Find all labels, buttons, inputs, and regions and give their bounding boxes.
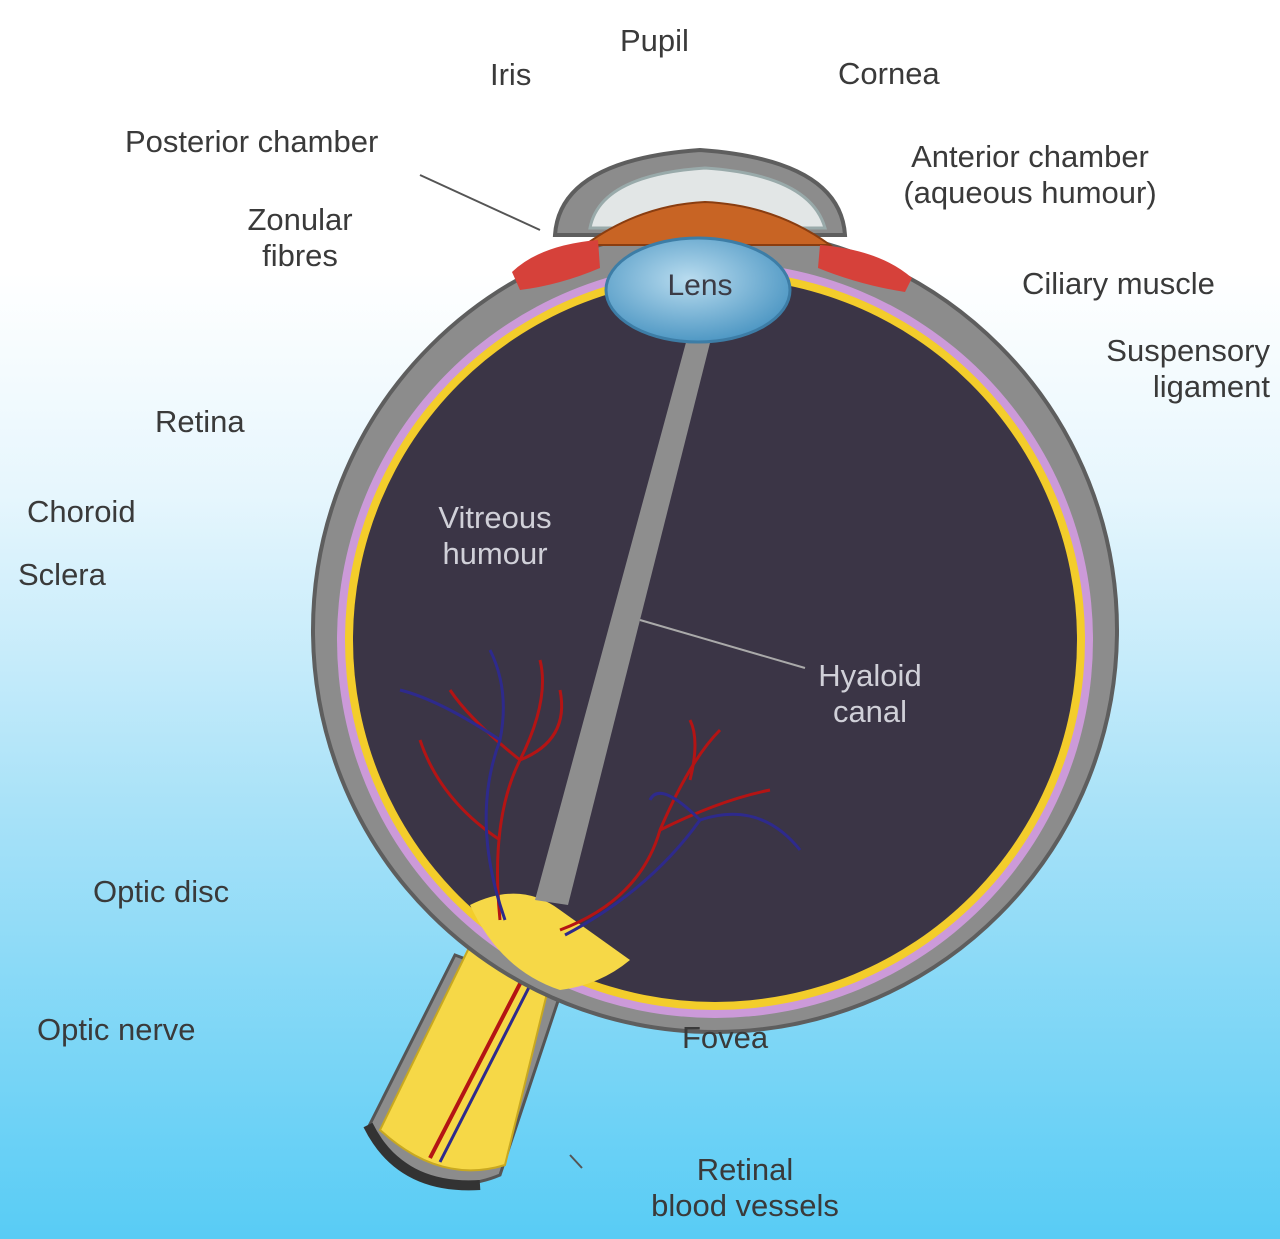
label-retinal-blood-vessels: Retinal blood vessels (620, 1152, 870, 1224)
label-choroid: Choroid (27, 494, 136, 530)
label-cornea: Cornea (838, 56, 940, 92)
label-suspensory-ligament: Suspensory ligament (1050, 333, 1270, 405)
label-zonular-fibres: Zonular fibres (220, 202, 380, 274)
label-sclera: Sclera (18, 557, 106, 593)
label-hyaloid-canal: Hyaloid canal (790, 658, 950, 730)
label-anterior-chamber-line1: Anterior chamber (870, 139, 1190, 175)
label-zonular-fibres-line1: Zonular (220, 202, 380, 238)
label-ciliary-muscle: Ciliary muscle (1022, 266, 1215, 302)
label-anterior-chamber: Anterior chamber (aqueous humour) (870, 139, 1190, 211)
label-optic-nerve: Optic nerve (37, 1012, 196, 1048)
label-anterior-chamber-line2: (aqueous humour) (870, 175, 1190, 211)
label-retina: Retina (155, 404, 245, 440)
label-zonular-fibres-line2: fibres (220, 238, 380, 274)
label-iris: Iris (490, 57, 531, 93)
label-pupil: Pupil (620, 23, 689, 59)
label-retinal-vessels-line1: Retinal (620, 1152, 870, 1188)
label-suspensory-ligament-line2: ligament (1050, 369, 1270, 405)
label-suspensory-ligament-line1: Suspensory (1050, 333, 1270, 369)
label-posterior-chamber: Posterior chamber (125, 124, 378, 160)
label-optic-disc: Optic disc (93, 874, 229, 910)
label-hyaloid-line2: canal (790, 694, 950, 730)
label-hyaloid-line1: Hyaloid (790, 658, 950, 694)
label-lens: Lens (640, 268, 760, 304)
label-vitreous-humour: Vitreous humour (400, 500, 590, 572)
label-vitreous-line2: humour (400, 536, 590, 572)
label-fovea: Fovea (682, 1020, 768, 1056)
vitreous-body (353, 278, 1077, 1002)
label-retinal-vessels-line2: blood vessels (620, 1188, 870, 1224)
label-vitreous-line1: Vitreous (400, 500, 590, 536)
